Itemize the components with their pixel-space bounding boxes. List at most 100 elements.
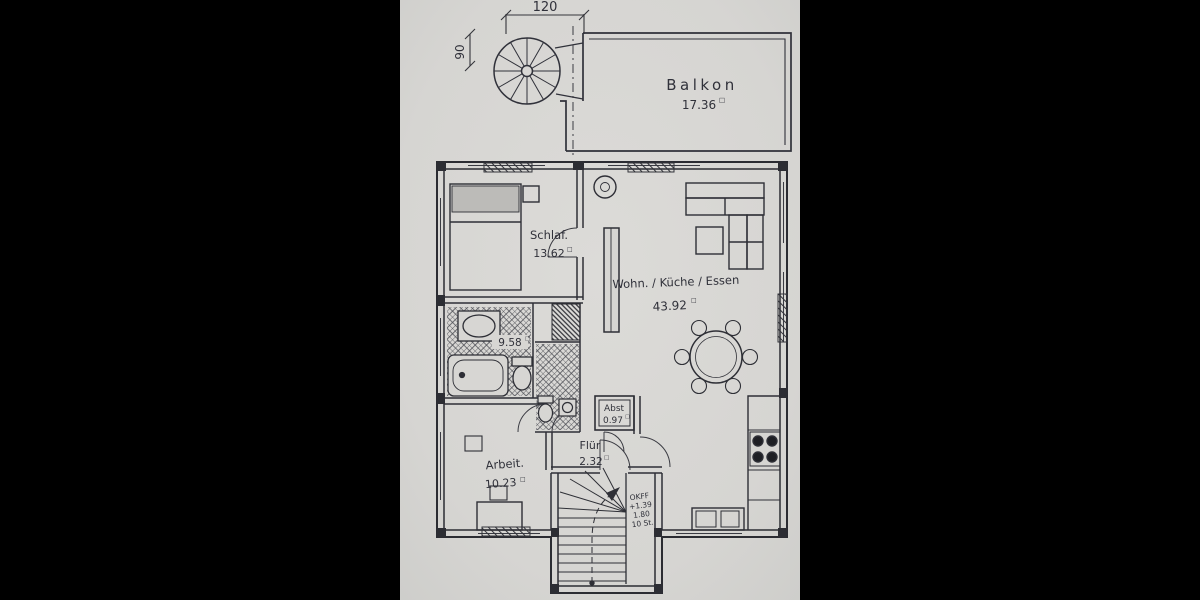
interior-walls xyxy=(444,169,663,530)
dim-tick xyxy=(464,60,476,72)
dining-chair xyxy=(724,319,742,337)
arbeit-area: 10.23 xyxy=(485,476,517,491)
sink-basin xyxy=(720,510,740,528)
stove-burner xyxy=(766,435,778,447)
washer xyxy=(558,398,577,417)
door-arc-arbeit xyxy=(517,403,547,433)
flur-area-unit: □ xyxy=(604,455,609,461)
bed xyxy=(449,183,522,291)
radiators xyxy=(481,162,788,537)
kitchen-sink xyxy=(691,507,745,531)
stair-annotations: OKFF +1.39 1.80 10 St. xyxy=(628,491,654,530)
door-arc-living xyxy=(639,436,671,468)
balcony-parapet-inner xyxy=(589,38,786,145)
wc-toilet-bowl xyxy=(537,403,554,423)
bad-label-plate xyxy=(492,335,528,349)
dining-chair xyxy=(690,319,708,337)
bathtub-drain xyxy=(458,371,466,379)
room-labels: Schlaf. 13.62 □ Wohn. / Küche / Essen 43… xyxy=(485,228,740,491)
washbasin xyxy=(462,314,496,338)
stair-note-4: 10 St. xyxy=(631,518,654,530)
walk-line-arrow xyxy=(606,487,620,501)
dim-tick xyxy=(500,9,512,21)
door-arc-abst xyxy=(603,431,625,453)
door-arc-stair-entry xyxy=(599,439,631,471)
schlaf-area: 13.62 xyxy=(533,247,565,260)
radiator xyxy=(627,162,675,173)
stair-note-3: 1.80 xyxy=(633,509,651,520)
plant-inner xyxy=(600,182,610,192)
stair-note-1: OKFF xyxy=(629,491,649,502)
wohn-area-unit: □ xyxy=(691,297,697,304)
flur-label: Flür xyxy=(580,439,601,452)
balkon-label: Balkon xyxy=(666,76,738,94)
door-arc-bedroom xyxy=(547,227,578,258)
desk-chair xyxy=(489,485,508,501)
bathtub-inner xyxy=(452,359,504,392)
abst-label: Abst xyxy=(604,404,625,414)
stove xyxy=(749,431,781,467)
bed-pillow xyxy=(451,185,520,213)
dimension-left xyxy=(464,28,476,72)
stair-tower xyxy=(557,467,627,586)
coffee-table xyxy=(695,226,724,255)
dim-left-label: 90 xyxy=(453,44,467,59)
dim-top-label: 120 xyxy=(533,0,558,15)
balcony-outline xyxy=(560,32,792,152)
balkon-area-unit: □ xyxy=(719,96,725,104)
sink-basin xyxy=(695,510,717,528)
radiator xyxy=(481,526,531,537)
stair-note-2: +1.39 xyxy=(628,500,652,512)
walk-line-start xyxy=(589,580,595,586)
arbeit-furniture xyxy=(464,435,523,531)
dim-tick xyxy=(464,28,476,40)
flur-area: 2.32 xyxy=(579,456,602,468)
toilet-tank xyxy=(511,356,533,367)
wall-pillars xyxy=(437,162,787,593)
dimension-top xyxy=(500,9,590,34)
schlaf-label: Schlaf. xyxy=(530,228,568,242)
column-duct xyxy=(603,227,620,333)
stair-treads-winder xyxy=(557,467,627,513)
wc-toilet-tank xyxy=(537,395,554,404)
dining-chair xyxy=(724,377,742,395)
kitchen xyxy=(691,395,781,531)
stove-burner xyxy=(752,435,764,447)
dining-set xyxy=(673,319,759,395)
spiral-treads xyxy=(494,38,560,104)
washer-drum xyxy=(561,401,574,414)
abst-room xyxy=(594,395,635,431)
stair-connector xyxy=(554,42,584,49)
dining-chair xyxy=(690,377,708,395)
bad-area-unit: □ xyxy=(525,336,530,342)
nightstand xyxy=(522,185,540,203)
balkon-area: 17.36 xyxy=(682,98,716,112)
dining-chair xyxy=(673,348,691,366)
toilet-bowl xyxy=(512,365,532,391)
radiator xyxy=(483,162,533,173)
dining-table-inner xyxy=(695,336,737,378)
bad-area: 9.58 xyxy=(498,337,521,349)
schlaf-area-unit: □ xyxy=(567,246,573,253)
arbeit-area-unit: □ xyxy=(520,476,526,483)
paper-sheet xyxy=(400,0,800,600)
wohn-area: 43.92 xyxy=(652,298,687,314)
dim-tick xyxy=(578,9,590,21)
wohn-label: Wohn. / Küche / Essen xyxy=(612,273,739,291)
spiral-staircase xyxy=(493,37,584,105)
stove-burner xyxy=(752,451,764,463)
arbeit-label: Arbeit. xyxy=(485,456,524,473)
bedroom-furniture xyxy=(449,183,540,291)
stair-connector xyxy=(555,93,584,100)
dining-chair xyxy=(741,348,759,366)
living-furniture xyxy=(593,175,765,270)
bathtub xyxy=(447,354,509,397)
plant xyxy=(593,175,617,199)
balcony-parapet-outer xyxy=(566,32,792,152)
kitchen-counter xyxy=(747,395,780,530)
wc-fixtures xyxy=(537,395,577,423)
desk xyxy=(476,501,523,531)
cabinet xyxy=(464,435,483,452)
